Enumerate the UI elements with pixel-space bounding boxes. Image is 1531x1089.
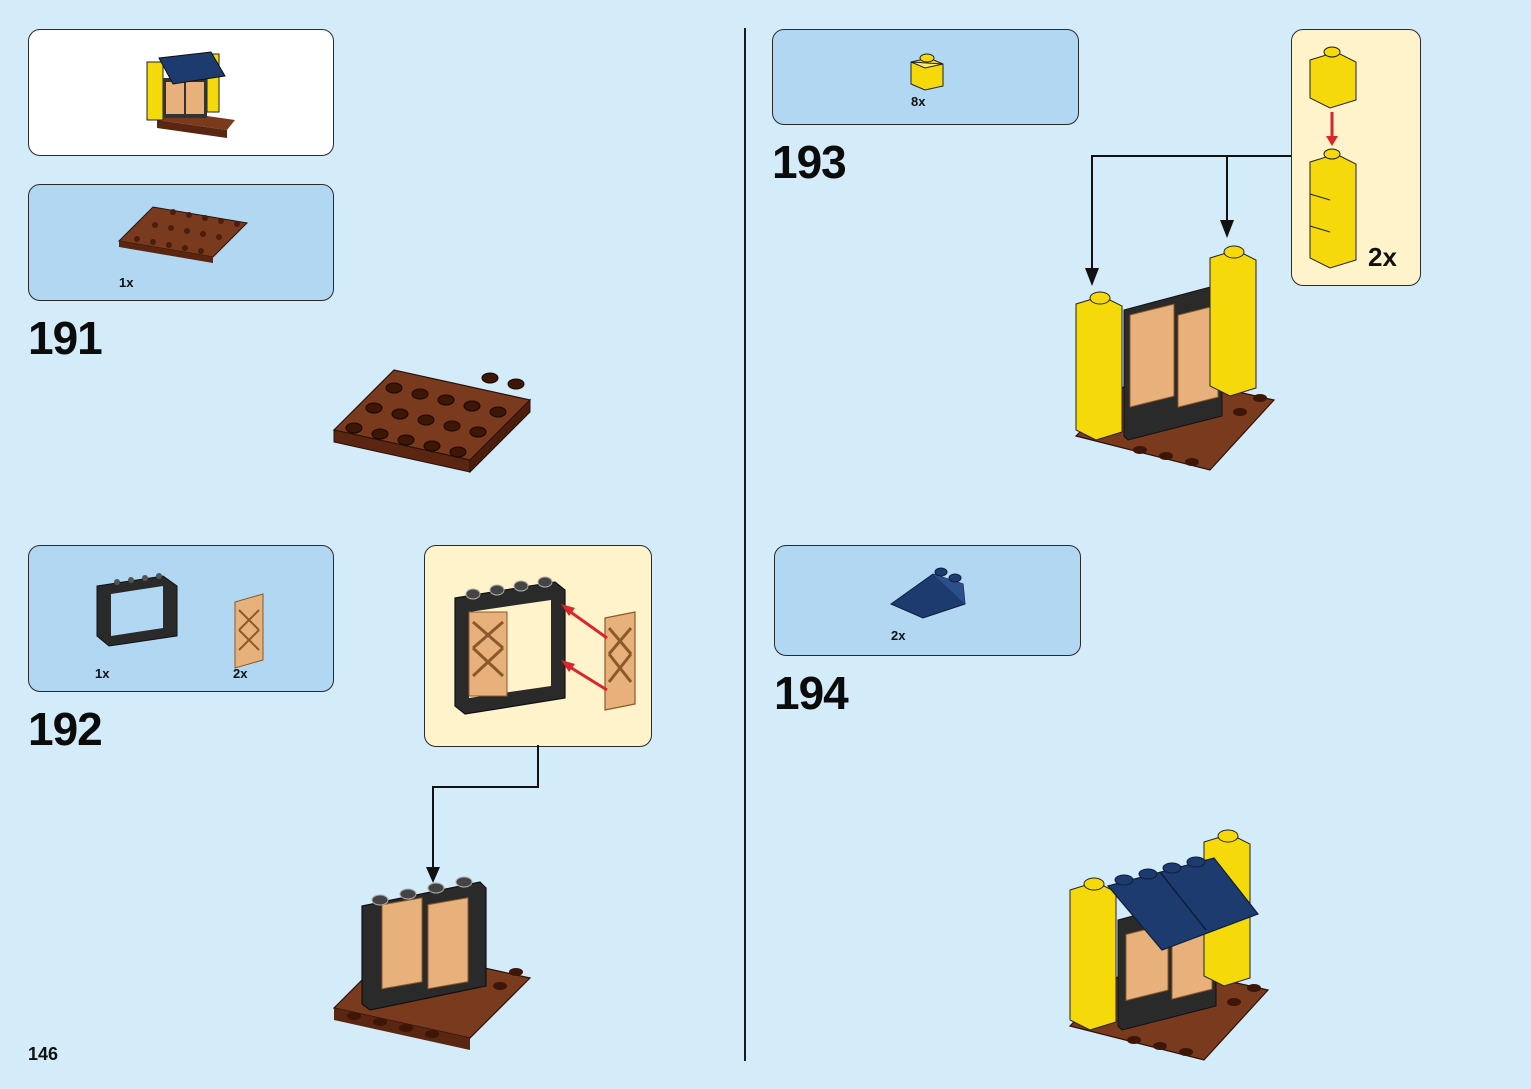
step-192-parts-panel: 1x 2x <box>28 545 334 692</box>
yellow-brick-icon <box>910 53 944 91</box>
part-quantity: 1x <box>95 666 110 681</box>
step-number-193: 193 <box>772 136 847 188</box>
step-number-194: 194 <box>774 667 849 719</box>
window-subassembly-image <box>454 576 636 715</box>
subassembly-quantity: 2x <box>1368 242 1397 272</box>
step-192-subassembly-callout <box>424 545 652 747</box>
step-191-assembly <box>332 369 532 474</box>
step-192-assembly <box>332 876 532 1050</box>
yellow-column-subassembly-image <box>1309 46 1357 269</box>
model-preview-panel <box>28 29 334 156</box>
page-divider <box>744 28 746 1061</box>
part-quantity: 2x <box>891 628 906 643</box>
step-193-assembly <box>1074 245 1276 471</box>
step-191-parts-panel: 1x <box>28 184 334 301</box>
step-number-192: 192 <box>28 703 103 755</box>
part-quantity: 1x <box>119 275 134 290</box>
blue-slope-brick-icon <box>889 567 966 619</box>
tan-window-shutter-icon <box>234 593 264 669</box>
step-number-191: 191 <box>28 312 103 364</box>
step-193-connector-arrows <box>1085 155 1291 286</box>
step-194-assembly <box>1068 829 1270 1061</box>
page-number: 146 <box>28 1044 59 1064</box>
part-quantity: 2x <box>233 666 248 681</box>
brown-plate-icon <box>117 206 249 263</box>
callout-connector-arrow <box>426 745 539 883</box>
model-preview-image <box>146 51 235 138</box>
step-194-parts-panel: 2x <box>774 545 1081 656</box>
black-window-frame-icon <box>96 573 178 647</box>
part-quantity: 8x <box>911 94 926 109</box>
step-193-subassembly-callout: 2x <box>1291 29 1421 286</box>
step-193-parts-panel: 8x <box>772 29 1079 125</box>
